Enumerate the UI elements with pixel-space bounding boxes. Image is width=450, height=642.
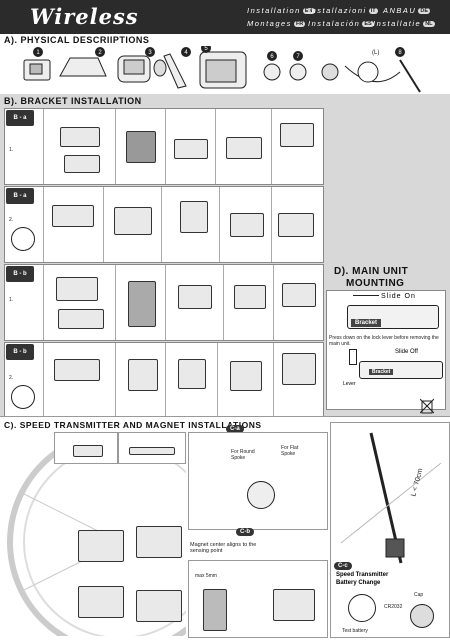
ca-panel: For Round Spoke For Flat Spoke <box>188 432 328 530</box>
parts-illustration: 1 2 3 4 5 6 7 8 (L) <box>23 43 421 93</box>
step-cell <box>43 187 104 262</box>
row-tag: B - b <box>6 266 34 282</box>
flat-spoke-label: For Flat Spoke <box>281 445 299 457</box>
step-1-box <box>54 432 118 464</box>
cc-tag: C-c <box>334 562 352 570</box>
svg-text:2: 2 <box>98 50 102 56</box>
step-cell <box>273 343 324 418</box>
step-cell <box>219 187 272 262</box>
step-cell <box>115 109 166 184</box>
bracket-row-3: B - b 1. <box>4 264 324 341</box>
battery-title: Speed Transmitter <box>336 572 389 578</box>
part-7-magnet-b <box>289 63 307 81</box>
step-cell <box>271 187 324 262</box>
press-instruction: Press down on the lock lever before remo… <box>329 335 439 347</box>
step-cell <box>43 343 116 418</box>
transmitter-step-c <box>136 526 182 558</box>
step-number: 1. <box>9 297 14 303</box>
step-cell <box>43 109 116 184</box>
cap-label: Cap <box>414 592 424 598</box>
part-8-tie <box>399 59 421 93</box>
svg-text:3: 3 <box>148 50 152 56</box>
slide-on-label: Slide On <box>381 293 416 300</box>
slide-on-arrow <box>353 295 379 296</box>
step-cell <box>273 265 324 340</box>
cb-tag: C-b <box>236 528 254 536</box>
row-tag: B - a <box>6 110 34 126</box>
battery-icon <box>410 604 434 628</box>
row-tag: B - b <box>6 344 34 360</box>
battery-label: CR2032 <box>384 604 403 610</box>
main-unit-body <box>347 305 439 329</box>
svg-text:7: 7 <box>296 54 300 60</box>
header-bar <box>0 0 450 34</box>
step-cell <box>161 187 220 262</box>
step-cell <box>223 265 274 340</box>
step-cell <box>165 343 218 418</box>
step-number: 2. <box>9 217 14 223</box>
part-2-bracket <box>59 57 107 77</box>
coin-icon <box>348 594 376 622</box>
bracket-label: Bracket <box>351 319 382 327</box>
step-cell <box>217 343 274 418</box>
step-number: 1. <box>9 147 14 153</box>
transmitter-step-d <box>136 590 182 622</box>
section-c-title: C). SPEED TRANSMITTER AND MAGNET INSTALL… <box>4 420 262 430</box>
lever-label: Lever <box>343 381 356 387</box>
step-cell <box>271 109 324 184</box>
bracket-label-2: Bracket <box>369 369 394 375</box>
transmitter-step-b <box>78 586 124 618</box>
svg-text:6: 6 <box>270 54 274 60</box>
magnet-icon <box>247 481 275 509</box>
step-2-box <box>118 432 186 464</box>
step-cell <box>43 265 116 340</box>
test-battery-label: Test battery <box>342 628 368 634</box>
part-4-clip <box>163 53 187 89</box>
main-unit-panel: Slide On Bracket Press down on the lock … <box>326 290 446 410</box>
bracket-row-1: B - a 1. <box>4 108 324 185</box>
step-cell <box>215 109 272 184</box>
svg-text:4: 4 <box>184 50 188 56</box>
step-cell <box>115 343 166 418</box>
svg-text:8: 8 <box>398 50 402 56</box>
svg-text:(L): (L) <box>372 50 379 56</box>
physical-descriptions-panel: 1 2 3 4 5 6 7 8 (L) <box>0 43 450 94</box>
section-d-title: D). MAIN UNIT <box>334 266 409 277</box>
transmitter-step-a <box>78 530 124 562</box>
bracket-row-4: B - b 2. <box>4 342 324 419</box>
step-cell <box>165 109 216 184</box>
section-b-title: B). BRACKET INSTALLATION <box>4 96 142 106</box>
step-cell <box>165 265 224 340</box>
step-cell <box>103 187 162 262</box>
lever-icon <box>349 349 357 365</box>
ca-tag: C-a <box>226 425 244 433</box>
max-gap-label: max 5mm <box>195 573 217 579</box>
magnet-align-text: Magnet center aligns to the sensing poin… <box>190 542 257 554</box>
slide-off-label: Slide Off <box>395 349 418 355</box>
page-title: Wireless <box>30 4 139 29</box>
svg-text:5: 5 <box>204 46 208 52</box>
recycle-bin-icon <box>419 398 435 414</box>
step-cell <box>115 265 166 340</box>
section-a-title: A). PHYSICAL DESCRIIPTIONS <box>4 35 150 45</box>
bracket-row-2: B - a 2. <box>4 186 324 263</box>
step-number: 2. <box>9 375 14 381</box>
battery-title-2: Battery Change <box>336 580 381 586</box>
svg-text:1: 1 <box>36 50 40 56</box>
round-spoke-label: For Round Spoke <box>231 449 255 461</box>
part-6-magnet-a <box>263 63 281 81</box>
row-tag: B - a <box>6 188 34 204</box>
section-d-title-2: MOUNTING <box>346 278 405 289</box>
cb-panel: max 5mm <box>188 560 328 638</box>
